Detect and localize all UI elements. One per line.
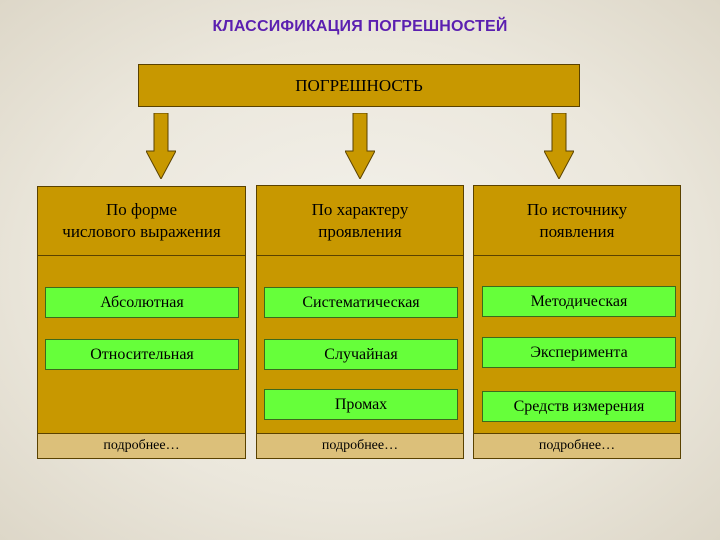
item-relative: Относительная <box>45 339 239 370</box>
item-systematic: Систематическая <box>264 287 458 318</box>
item-instruments: Средств измерения <box>482 391 676 422</box>
item-absolute: Абсолютная <box>45 287 239 318</box>
down-arrow-icon <box>544 113 574 179</box>
column-heading-line: По характеру <box>311 199 409 219</box>
column-heading-line: появления <box>539 221 615 241</box>
item-methodical: Методическая <box>482 286 676 317</box>
column-heading-line: числового выражения <box>62 222 221 241</box>
column-source: По источнику появления Методическая Эксп… <box>473 185 681 459</box>
column-heading: По характеру проявления <box>256 185 464 256</box>
column-heading-line: проявления <box>318 221 402 241</box>
more-link[interactable]: подробнее… <box>473 433 681 459</box>
column-heading: По источнику появления <box>473 185 681 256</box>
more-link[interactable]: подробнее… <box>256 433 464 459</box>
column-heading: По форме числового выражения <box>37 186 246 256</box>
column-form: По форме числового выражения Абсолютная … <box>37 186 246 459</box>
item-experiment: Эксперимента <box>482 337 676 368</box>
item-random: Случайная <box>264 339 458 370</box>
diagram-title: КЛАССИФИКАЦИЯ ПОГРЕШНОСТЕЙ <box>212 18 508 35</box>
column-character: По характеру проявления Систематическая … <box>256 185 464 459</box>
down-arrow-icon <box>146 113 176 179</box>
root-box: ПОГРЕШНОСТЬ <box>138 64 580 107</box>
root-label: ПОГРЕШНОСТЬ <box>295 75 423 95</box>
down-arrow-icon <box>345 113 375 179</box>
more-link[interactable]: подробнее… <box>37 433 246 459</box>
column-heading-line: По источнику <box>526 199 628 219</box>
item-blunder: Промах <box>264 389 458 420</box>
column-heading-line: По форме <box>105 200 178 219</box>
